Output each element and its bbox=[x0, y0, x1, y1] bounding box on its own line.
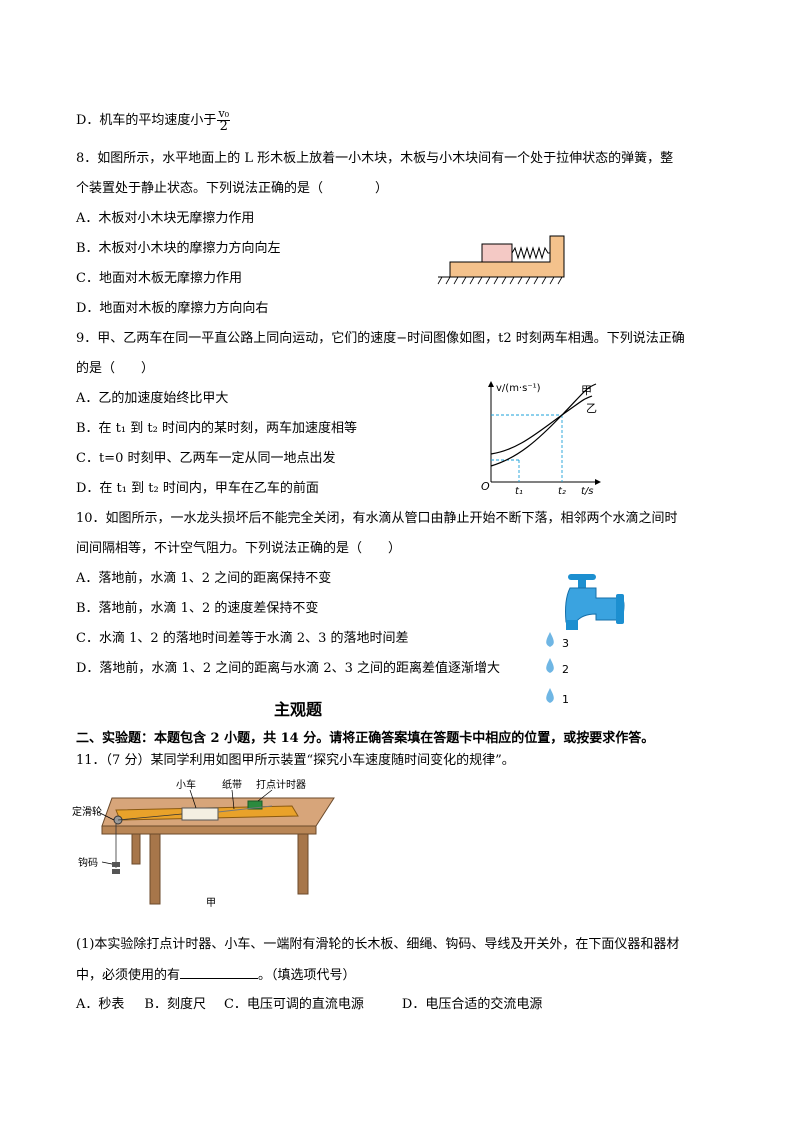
fraction-numerator: v₀ bbox=[217, 107, 231, 121]
q11-part1-text: 中，必须使用的有 bbox=[76, 968, 181, 983]
q10-option-b: B．落地前，水滴 1、2 的速度差保持不变 bbox=[76, 601, 319, 616]
drop-3-label: 3 bbox=[562, 637, 569, 650]
graph-origin: O bbox=[481, 480, 490, 493]
q11-part1-suffix: 。（填选项代号） bbox=[258, 968, 356, 983]
label-car: 小车 bbox=[176, 778, 196, 791]
q9-option-a: A．乙的加速度始终比甲大 bbox=[76, 391, 229, 406]
q9-option-c: C．t=0 时刻甲、乙两车一定从同一地点出发 bbox=[76, 451, 336, 466]
q9-option-d: D．在 t₁ 到 t₂ 时间内，甲车在乙车的前面 bbox=[76, 481, 319, 496]
q10-option-a: A．落地前，水滴 1、2 之间的距离保持不变 bbox=[76, 571, 332, 586]
figure-caption: 甲 bbox=[206, 898, 216, 909]
q11-part1-line1: (1)本实验除打点计时器、小车、一端附有滑轮的长木板、细绳、钩码、导线及开关外，… bbox=[76, 937, 680, 952]
label-pulley: 定滑轮 bbox=[72, 805, 102, 818]
graph-ylabel: v/(m·s⁻¹) bbox=[496, 383, 541, 394]
q11-option-c: C．电压可调的直流电源 bbox=[223, 997, 364, 1012]
q11-stem: 11．（7 分）某同学利用如图甲所示装置“探究小车速度随时间变化的规律”。 bbox=[76, 753, 515, 768]
q11-part1-line2: 中，必须使用的有 。（填选项代号） bbox=[76, 966, 356, 985]
velocity-time-graph: v/(m·s⁻¹) 甲 乙 O t₁ t₂ t/s bbox=[478, 378, 608, 504]
experiment-apparatus-figure: 小车 纸带 打点计时器 定滑轮 钩码 甲 bbox=[72, 776, 352, 915]
q11-option-a: A．秒表 bbox=[76, 997, 125, 1012]
q11-options: A．秒表 B．刻度尺 C．电压可调的直流电源 D．电压合适的交流电源 bbox=[76, 996, 542, 1014]
q9-stem-line2: 的是（ ） bbox=[76, 361, 155, 376]
q8-option-d: D．地面对木板的摩擦力方向向右 bbox=[76, 301, 269, 316]
label-timer: 打点计时器 bbox=[256, 778, 306, 791]
graph-xlabel: t/s bbox=[581, 486, 594, 497]
graph-t1: t₁ bbox=[515, 486, 523, 497]
q10-stem-line2: 间间隔相等，不计空气阻力。下列说法正确的是（ ） bbox=[76, 541, 402, 556]
q8-stem-line2: 个装置处于静止状态。下列说法正确的是（ ） bbox=[76, 181, 389, 196]
q9-stem-line1: 9．甲、乙两车在同一平直公路上同向运动，它们的速度−时间图像如图，t2 时刻两车… bbox=[76, 331, 685, 346]
graph-jia-label: 甲 bbox=[581, 384, 592, 397]
q8-option-b: B．木板对小木块的摩擦力方向向左 bbox=[76, 241, 281, 256]
drop-2-label: 2 bbox=[562, 663, 569, 676]
graph-t2: t₂ bbox=[558, 486, 566, 497]
board-block-spring-figure bbox=[436, 228, 566, 292]
q10-option-d: D．落地前，水滴 1、2 之间的距离与水滴 2、3 之间的距离差值逐渐增大 bbox=[76, 661, 501, 676]
q8-option-c: C．地面对木板无摩擦力作用 bbox=[76, 271, 242, 286]
answer-blank[interactable] bbox=[180, 966, 259, 979]
section-2-heading: 二、实验题：本题包含 2 小题，共 14 分。请将正确答案填在答题卡中相应的位置… bbox=[76, 731, 655, 746]
q10-option-c: C．水滴 1、2 的落地时间差等于水滴 2、3 的落地时间差 bbox=[76, 631, 409, 646]
q10-stem-line1: 10．如图所示，一水龙头损坏后不能完全关闭，有水滴从管口由静止开始不断下落，相邻… bbox=[76, 511, 678, 526]
faucet-water-drops-figure: 3 2 1 bbox=[530, 570, 630, 714]
q8-stem-line1: 8．如图所示，水平地面上的 L 形木板上放着一小木块，木板与小木块间有一个处于拉… bbox=[76, 151, 674, 166]
label-weight: 钩码 bbox=[78, 857, 98, 869]
section-title: 主观题 bbox=[274, 700, 323, 719]
q9-option-b: B．在 t₁ 到 t₂ 时间内的某时刻，两车加速度相等 bbox=[76, 421, 357, 436]
q11-option-d: D．电压合适的交流电源 bbox=[401, 997, 543, 1012]
fraction-denominator: 2 bbox=[219, 119, 228, 134]
q11-option-b: B．刻度尺 bbox=[144, 997, 206, 1012]
graph-yi-label: 乙 bbox=[586, 402, 597, 415]
q7-option-d-text: D．机车的平均速度小于 bbox=[76, 113, 217, 128]
label-tape: 纸带 bbox=[222, 778, 242, 791]
q8-option-a: A．木板对小木块无摩擦力作用 bbox=[76, 211, 255, 226]
drop-1-label: 1 bbox=[562, 693, 569, 706]
